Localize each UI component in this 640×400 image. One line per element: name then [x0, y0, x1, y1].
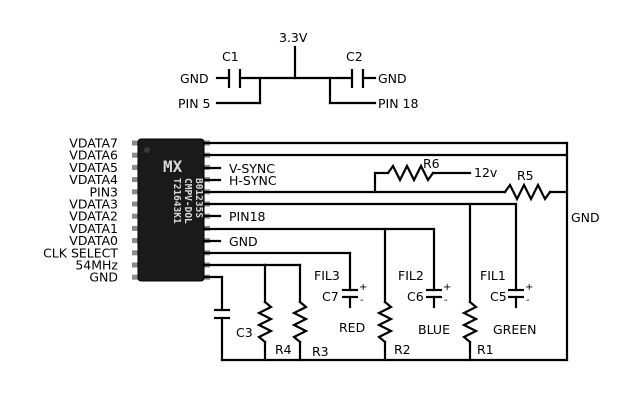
c6-label: C6 — [407, 289, 424, 304]
chip-pin-label: VDATA0 — [69, 233, 118, 248]
chip-pin-label: 54MHz — [75, 258, 118, 273]
c3-label: C3 — [236, 325, 253, 340]
r2-label: R2 — [394, 342, 411, 357]
chip-pin-label: VDATA1 — [69, 221, 118, 236]
c1-label: C1 — [222, 49, 239, 64]
chip-pin-left — [132, 213, 140, 219]
gnd-bus-label: GND — [571, 210, 600, 225]
green-output-label: GREEN — [493, 322, 537, 337]
chip-pin-label: VDATA6 — [69, 148, 118, 163]
chip-pin-label: VDATA2 — [69, 209, 118, 224]
vsync-label: V-SYNC — [229, 161, 275, 176]
chip-pin-left — [132, 201, 140, 207]
c5-label: C5 — [490, 289, 507, 304]
supply-12v-label: 12v — [474, 165, 498, 180]
chip-pin-left — [132, 152, 140, 158]
c5-plus: + — [525, 282, 533, 293]
pin18-top-label: PIN 18 — [378, 96, 419, 111]
gnd-left-label: GND — [180, 71, 209, 86]
c7-minus: - — [360, 295, 364, 306]
c5-minus: - — [526, 295, 530, 306]
chip-pin-label: VDATA7 — [69, 136, 118, 151]
chip-pin-left — [132, 189, 140, 195]
pin5-label: PIN 5 — [178, 96, 211, 111]
chip-pin-left — [132, 164, 140, 170]
c6-plus: + — [443, 282, 451, 293]
wiring — [202, 141, 569, 362]
chip-marking-line2: B01235S — [193, 178, 204, 218]
supply-section — [215, 45, 377, 105]
fil2-label: FIL2 — [398, 268, 424, 283]
chip-pin-label: CLK SELECT — [43, 245, 118, 260]
supply-rail-label: 3.3V — [279, 30, 308, 45]
chip-pin-label: PIN3 — [89, 184, 118, 199]
r3-label: R3 — [312, 344, 329, 359]
chip-pins-left — [132, 140, 140, 280]
r4-label: R4 — [275, 342, 292, 357]
c6-minus: - — [444, 295, 448, 306]
chip-pin-label: VDATA3 — [69, 197, 118, 212]
chip-marking-line4: T21643K1 — [171, 178, 182, 224]
c7-plus: + — [359, 282, 367, 293]
r6-label: R6 — [423, 156, 440, 171]
chip-pin-label: VDATA4 — [69, 172, 118, 187]
fil1-label: FIL1 — [480, 268, 506, 283]
r1-label: R1 — [477, 342, 494, 357]
c2-label: C2 — [346, 49, 363, 64]
chip-markings: B01235S CMPV-DOL T21643K1 — [171, 178, 204, 224]
fil3-label: FIL3 — [314, 268, 340, 283]
chip-pin-label: GND — [89, 270, 118, 285]
chip: MX B01235S — [132, 138, 210, 282]
chip-pin-labels: VDATA7VDATA6VDATA5VDATA4PIN3VDATA3VDATA2… — [43, 136, 118, 285]
chip-pin-left — [132, 262, 140, 268]
hsync-label: H-SYNC — [229, 173, 277, 188]
chip-pin-left — [132, 177, 140, 183]
c7-label: C7 — [322, 289, 339, 304]
gnd-internal-label: GND — [229, 234, 258, 249]
gnd-right-label: GND — [378, 71, 407, 86]
chip-pin-left — [132, 274, 140, 280]
blue-output-label: BLUE — [418, 322, 450, 337]
r5-label: R5 — [517, 168, 534, 183]
chip-logo: MX — [163, 157, 183, 176]
chip-pin-label: VDATA5 — [69, 160, 118, 175]
chip-marking-line3: CMPV-DOL — [182, 178, 193, 224]
chip-pin-left — [132, 140, 140, 146]
chip-pin-left — [132, 225, 140, 231]
chip-pin-left — [132, 250, 140, 256]
chip-pin-left — [132, 238, 140, 244]
pin18-net-label: PIN18 — [229, 209, 266, 224]
red-output-label: RED — [339, 320, 365, 335]
